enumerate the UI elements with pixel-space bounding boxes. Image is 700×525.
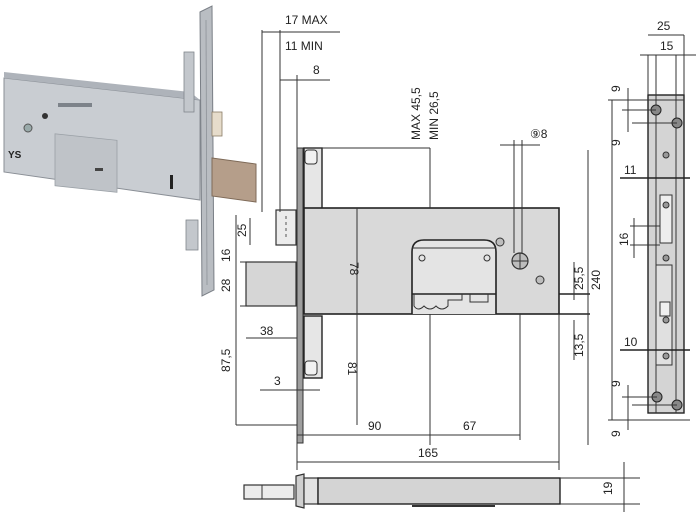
dim-spindle: ⑨8 [530, 127, 548, 141]
dim-case-height-upper: 78 [347, 262, 361, 276]
dim-top-offset: 25 [235, 223, 249, 237]
dim-faceplate-width: 8 [313, 63, 320, 77]
dim-slot-middle: 16 [617, 232, 631, 246]
dim-faceplate-max: 17 MAX [285, 13, 328, 27]
dim-bolt-gap: 16 [219, 248, 233, 262]
dim-lower-offset: 87,5 [219, 348, 233, 372]
dim-key-offset: 13,5 [572, 333, 586, 357]
dim-faceplate-min: 11 MIN [285, 39, 323, 53]
dim-backset-width: 90 [368, 419, 382, 433]
lock-photo: YS [3, 5, 257, 297]
dim-bottom-thickness: 19 [601, 481, 615, 495]
dim-hole-bottom-b: 9 [609, 430, 623, 437]
dim-case-length: 165 [418, 446, 438, 460]
dim-inner-width: 15 [660, 39, 674, 53]
dim-backset-min: MIN 26,5 [427, 91, 441, 140]
dim-center-distance: 67 [463, 419, 477, 433]
front-view [235, 30, 590, 470]
dim-bolt-height: 28 [219, 278, 233, 292]
dim-hole-bottom-a: 9 [609, 380, 623, 387]
dim-backset-max: MAX 45,5 [409, 87, 423, 140]
side-view [608, 34, 696, 430]
svg-text:YS: YS [8, 150, 22, 161]
dim-plate-width: 25 [657, 19, 671, 33]
dim-total-height: 240 [589, 270, 603, 290]
bottom-view [243, 462, 640, 512]
dim-case-height-lower: 81 [345, 362, 359, 376]
dim-bolt-throw: 38 [260, 324, 274, 338]
dim-hole-top-b: 9 [609, 139, 623, 146]
dim-hole-top-a: 9 [609, 85, 623, 92]
dim-faceplate-thickness: 3 [274, 374, 281, 388]
dim-key-to-spindle: 25,5 [572, 266, 586, 290]
dim-slot-upper: 11 [624, 163, 637, 177]
dim-slot-lower: 10 [624, 335, 638, 349]
